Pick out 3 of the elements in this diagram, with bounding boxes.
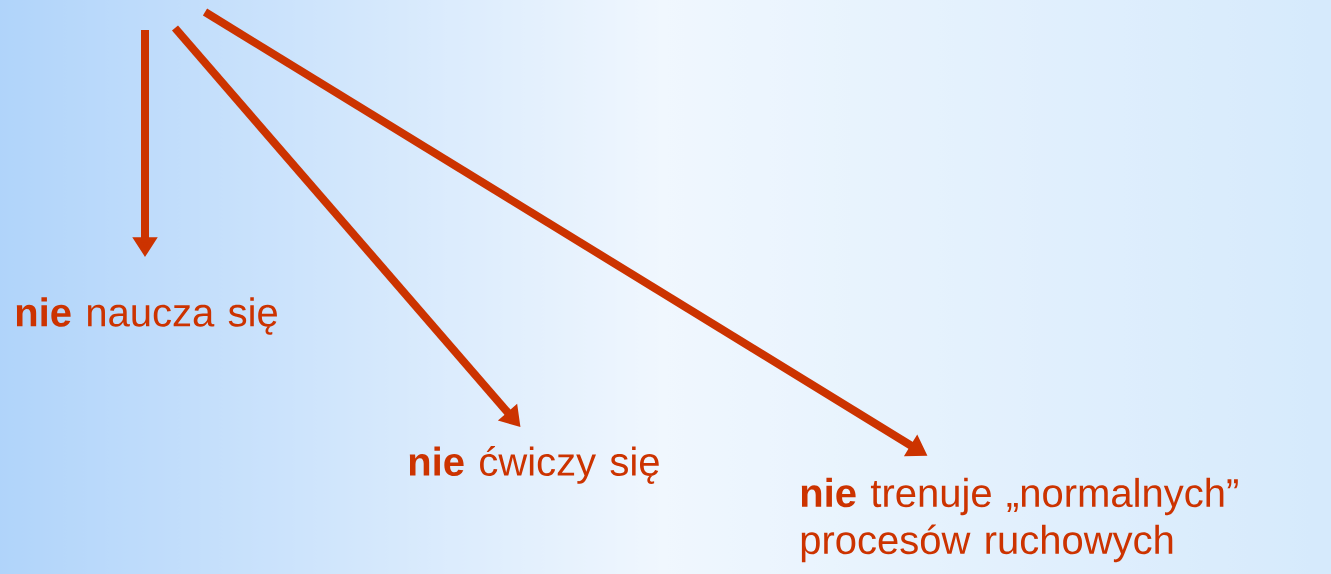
caption-text: nie ćwiczy się: [409, 446, 659, 484]
caption-text: nie trenuje „normalnych” procesów ruchowych: [801, 477, 1238, 563]
caption-text: nie naucza się: [16, 297, 277, 335]
